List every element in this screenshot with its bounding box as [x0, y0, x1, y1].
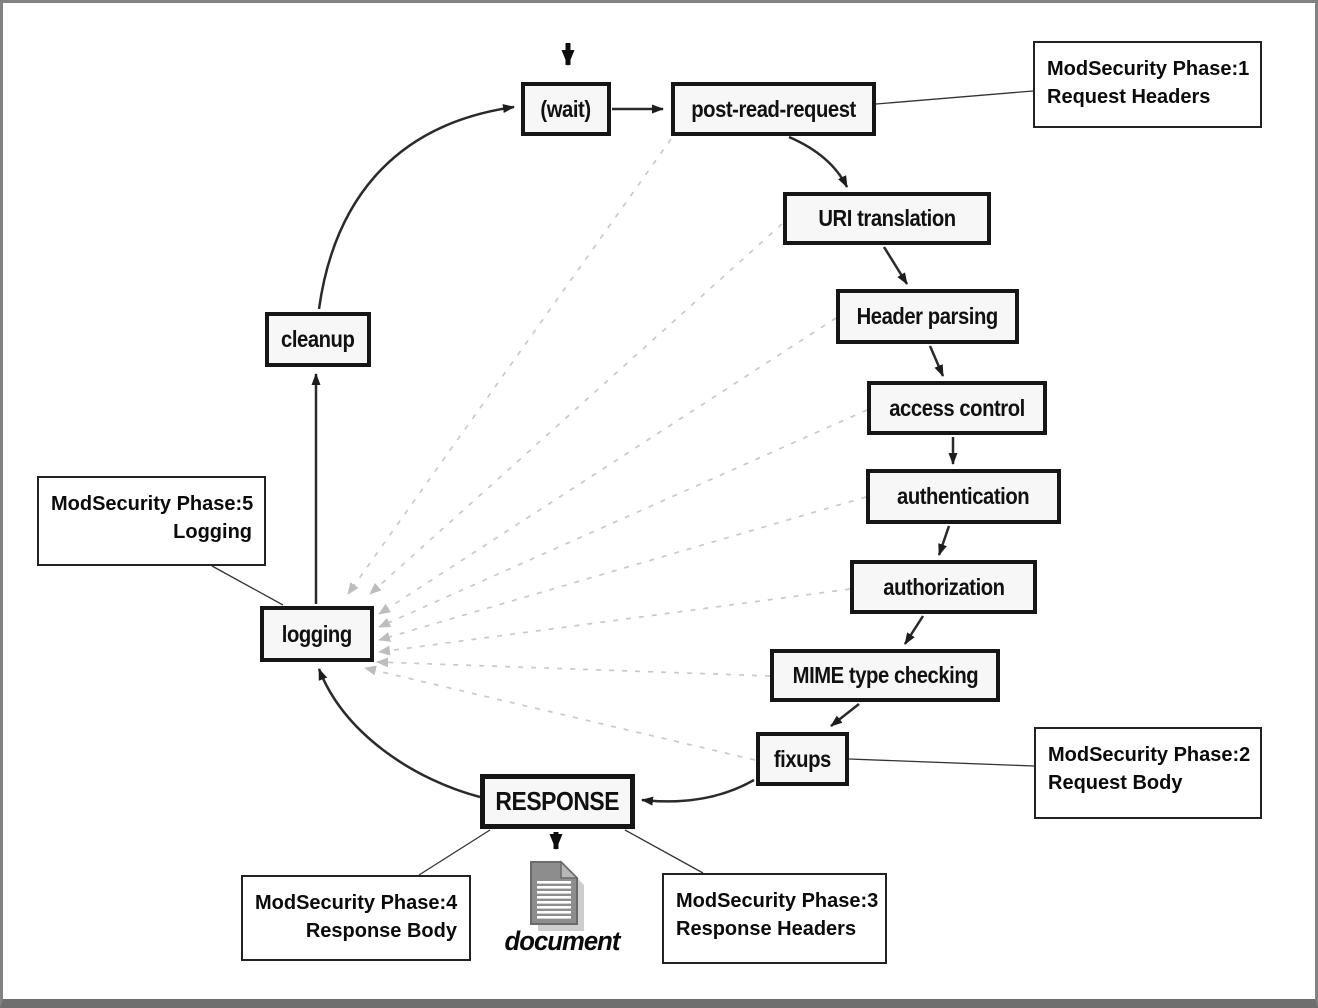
node-mime-type-checking-label: MIME type checking	[792, 662, 978, 688]
node-cleanup: cleanup	[265, 312, 371, 367]
node-post-read-request-label: post-read-request	[691, 95, 856, 122]
node-access-control-label: access control	[889, 394, 1025, 421]
node-post-read-request: post-read-request	[671, 82, 876, 136]
node-response: RESPONSE	[480, 774, 635, 829]
node-access-control: access control	[867, 381, 1047, 435]
dashed-fixups-to-logging	[364, 665, 756, 761]
diagram-connectors	[211, 43, 1035, 876]
line-fixups-to-phase2	[848, 758, 1035, 767]
annotation-phase2-line1: ModSecurity Phase:2	[1048, 744, 1251, 766]
annotation-phase3: ModSecurity Phase:3 Response Headers	[662, 873, 887, 964]
document-label: document	[504, 926, 621, 956]
dashed-uri-translation-to-logging	[369, 223, 783, 595]
line-response-to-phase4	[418, 829, 491, 876]
node-header-parsing-label: Header parsing	[856, 303, 999, 329]
node-header-parsing: Header parsing	[836, 289, 1019, 344]
node-logging: logging	[260, 606, 374, 662]
dashed-authorization-to-logging	[378, 588, 851, 656]
annotation-phase2-line2: Request Body	[1048, 771, 1183, 794]
annotation-phase3-line2: Response Headers	[676, 917, 857, 940]
document-icon	[530, 860, 584, 931]
annotation-phase4: ModSecurity Phase:4 Response Body	[241, 875, 471, 961]
arrow-authorization-to-mime-type-checking	[903, 615, 925, 645]
node-mime-type-checking: MIME type checking	[770, 649, 1000, 702]
arrow-header-parsing-to-access-control	[928, 345, 945, 377]
line-response-to-phase3	[624, 829, 704, 874]
annotation-phase5-line2: Logging	[173, 520, 252, 543]
annotation-phase3-line1: ModSecurity Phase:3	[676, 890, 879, 912]
node-cleanup-label: cleanup	[281, 326, 355, 352]
arrow-post-read-request-to-uri-translation	[788, 135, 849, 188]
node-fixups: fixups	[756, 732, 849, 786]
annotation-phase1-line2: Request Headers	[1047, 85, 1211, 108]
node-response-label: RESPONSE	[495, 786, 620, 816]
annotation-phase5: ModSecurity Phase:5 Logging	[37, 476, 266, 566]
line-post-read-request-to-phase1	[875, 90, 1034, 105]
annotation-phase4-line1: ModSecurity Phase:4	[255, 892, 458, 914]
line-phase5-to-logging	[211, 565, 284, 606]
arrow-mime-type-checking-to-fixups	[830, 703, 860, 727]
arrow-cleanup-to-wait	[317, 104, 515, 310]
node-authentication-label: authentication	[897, 483, 1030, 509]
node-wait: (wait)	[521, 82, 611, 136]
annotation-phase4-line2: Response Body	[305, 919, 457, 942]
annotation-phase5-line1: ModSecurity Phase:5	[51, 493, 254, 515]
node-authorization: authorization	[850, 560, 1037, 614]
annotation-phase1-line1: ModSecurity Phase:1	[1047, 58, 1250, 80]
node-uri-translation-label: URI translation	[818, 205, 956, 231]
node-authentication: authentication	[866, 469, 1061, 524]
dashed-header-parsing-to-logging	[378, 317, 837, 615]
annotation-phase1: ModSecurity Phase:1 Request Headers	[1033, 41, 1262, 128]
annotation-phase2: ModSecurity Phase:2 Request Body	[1034, 727, 1262, 819]
arrow-uri-translation-to-header-parsing	[882, 246, 909, 285]
node-logging-label: logging	[282, 620, 352, 647]
node-authorization-label: authorization	[882, 573, 1005, 600]
dashed-mime-type-checking-to-logging	[376, 657, 771, 677]
dashed-access-control-to-logging	[378, 409, 868, 628]
node-uri-translation: URI translation	[783, 192, 991, 245]
arrow-response-to-logging	[317, 668, 481, 799]
node-fixups-label: fixups	[774, 745, 831, 772]
arrow-authentication-to-authorization	[937, 525, 951, 556]
dashed-post-read-request-to-logging	[347, 138, 672, 595]
arrow-fixups-to-response	[641, 778, 755, 806]
node-wait-label: (wait)	[540, 95, 592, 122]
dashed-authentication-to-logging	[378, 496, 867, 642]
